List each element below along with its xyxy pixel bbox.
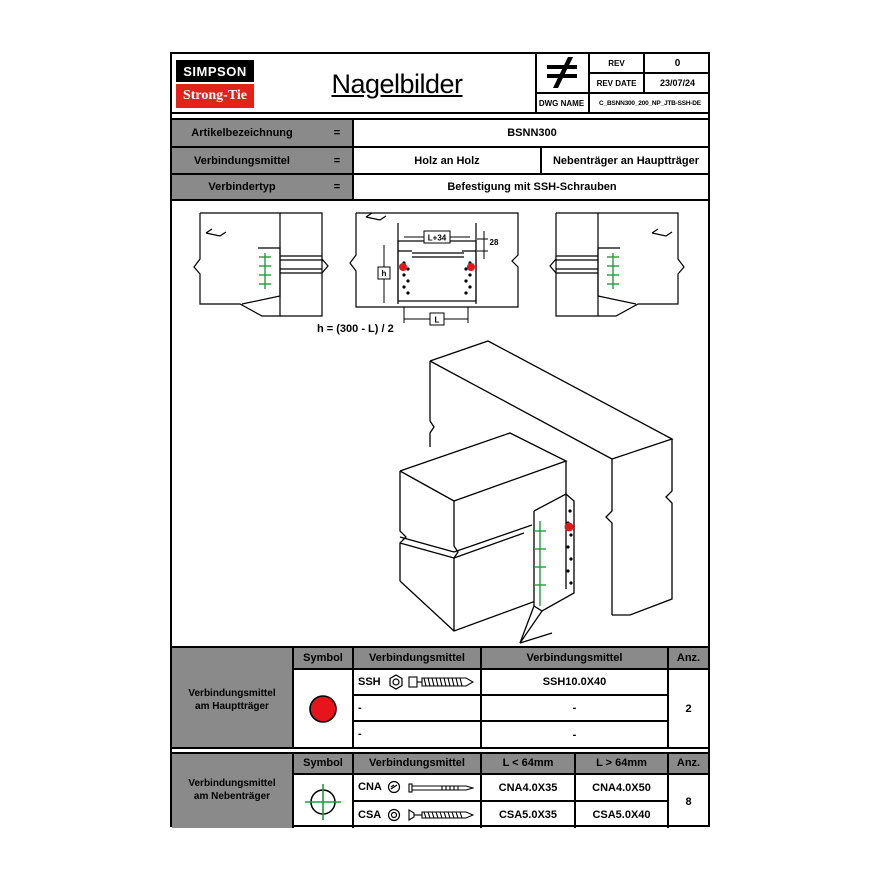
secondary-header-short: L < 64mm: [502, 757, 554, 769]
csa-screw-icon: [408, 808, 475, 822]
info-value-type: Befestigung mit SSH-Schrauben: [447, 181, 617, 193]
main-qty: 2: [685, 702, 692, 715]
dim-right-label: 28: [490, 238, 499, 247]
red-dot-symbol: [308, 694, 338, 724]
main-row2-value: -: [572, 702, 577, 714]
secondary-header-long: L > 64mm: [596, 757, 647, 769]
rev-value: 0: [674, 57, 681, 69]
info-value-joist: Nebenträger an Hauptträger: [552, 154, 700, 167]
main-header-fastener: Verbindungsmittel: [369, 651, 465, 664]
secondary-section-label: Verbindungsmittel am Nebenträger: [188, 778, 276, 802]
brand-logo: SIMPSON Strong-Tie: [176, 60, 254, 110]
main-row2-type: -: [358, 702, 362, 714]
secondary-row2-long: CSA5.0X40: [592, 809, 651, 821]
crosshair-green-symbol: [303, 782, 343, 822]
isometric-view: [399, 340, 674, 644]
main-header-qty: Anz.: [676, 651, 701, 664]
hex-bolt-icon: [388, 674, 404, 690]
dim-l-label: L: [435, 316, 440, 325]
secondary-row1-type: CNA: [358, 781, 382, 793]
info-eq-article: =: [333, 127, 341, 139]
secondary-row2-type: CSA: [358, 809, 382, 821]
page-title: Nagelbilder: [331, 68, 463, 99]
main-row-type: SSH: [358, 676, 381, 688]
brand-top: SIMPSON: [176, 60, 254, 82]
rev-label: REV: [608, 58, 625, 68]
screw-head-icon: [387, 808, 401, 822]
rev-date-value: 23/07/24: [659, 78, 696, 88]
main-row3-type: -: [358, 728, 362, 740]
info-eq-fastener: =: [333, 154, 341, 167]
dwg-name-label: DWG NAME: [538, 99, 585, 108]
side-view-right: [549, 212, 685, 317]
info-eq-type: =: [333, 181, 341, 193]
main-row-value: SSH10.0X40: [542, 676, 607, 688]
dwg-name-value: C_BSNN300_200_NP_JTB-SSH-DE: [599, 100, 701, 107]
not-equal-icon: [538, 54, 586, 91]
secondary-header-fastener: Verbindungsmittel: [369, 757, 465, 769]
main-section-label: Verbindungsmittel am Hauptträger: [188, 688, 276, 712]
main-header-fastener2: Verbindungsmittel: [526, 651, 623, 664]
ssh-screw-icon: [408, 675, 475, 689]
formula-label: h = (300 - L) / 2: [317, 323, 394, 335]
info-label-type: Verbindertyp: [208, 181, 276, 193]
brand-bottom: Strong-Tie: [176, 84, 254, 108]
ring-nail-head-icon: [387, 780, 401, 794]
secondary-header-qty: Anz.: [676, 757, 701, 769]
secondary-row1-short: CNA4.0X35: [498, 781, 558, 794]
rev-date-label: REV DATE: [596, 78, 637, 88]
info-label-fastener: Verbindungsmittel: [194, 154, 290, 167]
front-view-center: [349, 212, 519, 326]
info-value-wood: Holz an Holz: [414, 154, 480, 167]
info-label-article: Artikelbezeichnung: [191, 127, 293, 139]
drawing-sheet: SIMPSON Strong-Tie Nagelbilder DWG NAME …: [170, 52, 710, 828]
secondary-header-symbol: Symbol: [303, 757, 343, 769]
secondary-row2-short: CSA5.0X35: [498, 809, 558, 821]
side-view-left: [193, 212, 329, 317]
secondary-row1-long: CNA4.0X50: [592, 781, 651, 794]
info-value-article: BSNN300: [507, 127, 557, 139]
main-row3-value: -: [572, 728, 577, 741]
dim-h-label: h: [382, 269, 387, 278]
main-header-symbol: Symbol: [303, 651, 343, 664]
cna-nail-icon: [408, 781, 476, 793]
technical-drawing: L+34 28 h L h = (300 - L) / 2: [172, 201, 708, 646]
secondary-qty: 8: [685, 795, 692, 808]
dim-width-label: L+34: [428, 234, 447, 243]
